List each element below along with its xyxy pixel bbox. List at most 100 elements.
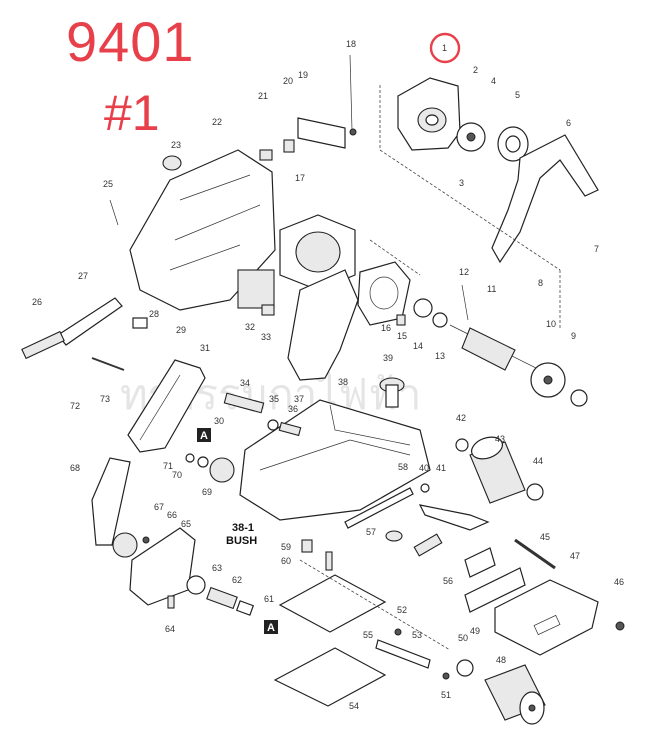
reference-number-title: #1	[104, 85, 160, 141]
knob-part-57	[385, 530, 403, 542]
model-number-title: 9401	[66, 10, 195, 73]
pin-part-15	[396, 314, 406, 326]
part-label-40: 40	[419, 463, 429, 473]
bearing-part-63	[186, 575, 206, 595]
plate-part-54	[273, 647, 387, 707]
part-label-10: 10	[546, 319, 556, 329]
part-label-64: 64	[165, 624, 175, 634]
part-label-22: 22	[212, 117, 222, 127]
screw-part-52	[394, 628, 402, 636]
part-label-39: 39	[383, 353, 393, 363]
part-number-labels: 1 2 3 4 5 6 7 8 9 10 11 12 13 14 15 16 1…	[32, 39, 624, 711]
ring-part-50	[456, 659, 474, 677]
part-label-4: 4	[491, 76, 496, 86]
part-label-31: 31	[200, 343, 210, 353]
rear-roller-part-48	[484, 664, 546, 725]
part-label-38: 38	[338, 377, 348, 387]
bracket-part-49	[464, 567, 526, 613]
knob-part-39	[379, 377, 405, 408]
part-label-70: 70	[172, 470, 182, 480]
part-label-1: 1	[442, 43, 447, 53]
belt-part-31	[127, 359, 206, 453]
strip-part-53	[375, 639, 431, 669]
screw-part-18	[349, 128, 357, 136]
washer-part-70	[197, 456, 209, 468]
part-label-5: 5	[515, 90, 520, 100]
part-label-56: 56	[443, 576, 453, 586]
part-label-41: 41	[436, 463, 446, 473]
front-grip-part-37	[287, 269, 359, 381]
highlight-circle	[429, 32, 461, 64]
part-label-58: 58	[398, 462, 408, 472]
screw-part-60	[325, 551, 333, 571]
sleeve-part-61	[235, 600, 255, 616]
bush-label-line2: BUSH	[226, 535, 257, 547]
part-label-21: 21	[258, 91, 268, 101]
shaft-part-34	[223, 392, 265, 414]
switch-part-32	[237, 269, 275, 309]
part-label-13: 13	[435, 351, 445, 361]
lever-part-41	[418, 504, 490, 531]
part-label-33: 33	[261, 332, 271, 342]
bearing-part-44	[526, 483, 544, 501]
retaining-ring-part-40	[420, 483, 430, 493]
part-label-32: 32	[245, 322, 255, 332]
part-label-53: 53	[412, 630, 422, 640]
part-label-15: 15	[397, 331, 407, 341]
part-label-55: 55	[363, 630, 373, 640]
svg-text:A: A	[267, 622, 275, 634]
part-label-54: 54	[349, 701, 359, 711]
cord-part-26	[21, 330, 65, 360]
part-label-29: 29	[176, 325, 186, 335]
cap-part-23	[162, 155, 182, 171]
fan-part-3	[456, 122, 486, 152]
drive-belt-part-68	[91, 457, 131, 546]
connector-lines	[299, 85, 561, 651]
marker-a-bottom: A	[264, 620, 278, 634]
part-label-8: 8	[538, 278, 543, 288]
part-label-35: 35	[269, 394, 279, 404]
part-label-26: 26	[32, 297, 42, 307]
bush-label-line1: 38-1	[232, 522, 254, 534]
part-label-14: 14	[413, 341, 423, 351]
cord-guard-part-27	[57, 297, 123, 346]
part-label-18: 18	[346, 39, 356, 49]
part-label-50: 50	[458, 633, 468, 643]
belt-housing-part-38	[239, 399, 431, 521]
part-label-43: 43	[495, 434, 505, 444]
part-label-7: 7	[594, 244, 599, 254]
svg-text:A: A	[200, 430, 208, 442]
spring-part-57b	[413, 533, 443, 557]
lever-part-58	[344, 487, 414, 529]
front-roller-part-43	[469, 436, 526, 504]
part-label-2: 2	[473, 65, 478, 75]
rear-handle-part-6	[491, 134, 599, 264]
part-label-46: 46	[614, 577, 624, 587]
screw-part-46	[615, 621, 625, 631]
part-label-52: 52	[397, 605, 407, 615]
pin-part-64	[167, 595, 175, 609]
part-label-71: 71	[163, 461, 173, 471]
housing-cover-part-1	[397, 77, 461, 151]
part-label-62: 62	[232, 575, 242, 585]
clamp-part-28	[132, 317, 148, 329]
part-label-59: 59	[281, 542, 291, 552]
part-label-19: 19	[298, 70, 308, 80]
part-label-57: 57	[366, 527, 376, 537]
part-label-66: 66	[167, 510, 177, 520]
part-label-23: 23	[171, 140, 181, 150]
brush-holder-part-20	[283, 139, 295, 153]
part-label-42: 42	[456, 413, 466, 423]
part-label-47: 47	[570, 551, 580, 561]
part-label-44: 44	[533, 456, 543, 466]
plate-part-47	[494, 579, 599, 656]
brush-part-21	[259, 149, 273, 161]
screw-part-59	[301, 539, 313, 553]
washer-part-35	[267, 419, 279, 431]
part-label-20: 20	[283, 76, 293, 86]
part-label-25: 25	[103, 179, 113, 189]
plate-part-19	[297, 117, 346, 149]
part-label-36: 36	[288, 404, 298, 414]
part-label-61: 61	[264, 594, 274, 604]
